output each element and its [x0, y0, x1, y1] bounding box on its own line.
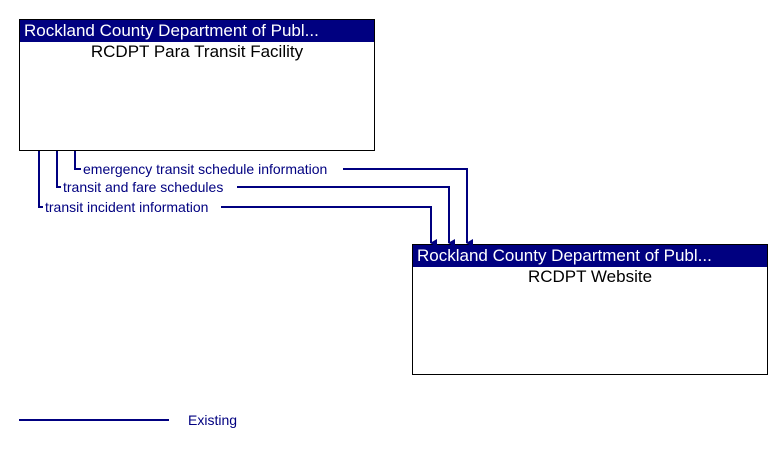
flow-label-fare-schedules: transit and fare schedules [63, 179, 223, 195]
flow-line-fare-schedules[interactable] [56, 151, 455, 247]
legend-existing-label: Existing [188, 412, 237, 428]
flow-label-incident-info: transit incident information [45, 199, 208, 215]
source-node-org: Rockland County Department of Publ... [20, 20, 374, 42]
target-node[interactable]: Rockland County Department of Publ... RC… [412, 244, 768, 375]
flow-line-incident-info[interactable] [38, 151, 437, 247]
source-node-name: RCDPT Para Transit Facility [90, 42, 304, 61]
target-node-name: RCDPT Website [527, 267, 653, 286]
source-node[interactable]: Rockland County Department of Publ... RC… [19, 19, 375, 151]
flow-label-emergency-schedule: emergency transit schedule information [83, 161, 327, 177]
target-node-org: Rockland County Department of Publ... [413, 245, 767, 267]
